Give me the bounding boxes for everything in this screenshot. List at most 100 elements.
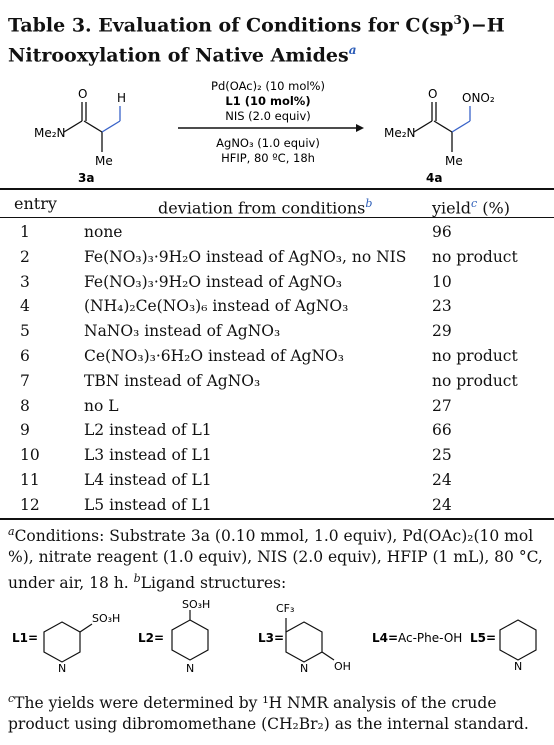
l5-label: L5= [470, 631, 496, 645]
header-yield-unit: (%) [482, 198, 510, 218]
title-footnote-mark: a [348, 43, 357, 58]
reactant-hydrogen: H [117, 91, 126, 105]
l3-n: N [300, 662, 308, 674]
l1-n: N [58, 662, 66, 674]
footnote-a-text: Conditions: Substrate 3a (0.10 mmol, 1.0… [8, 527, 543, 593]
table-row: 5 NaNO₃ instead of AgNO₃ 29 [0, 319, 554, 344]
deviation-cell: (NH₄)₂Ce(NO₃)₆ instead of AgNO₃ [84, 297, 349, 316]
header-deviation-text: deviation from conditions [158, 198, 366, 218]
header-deviation: deviation from conditionsb [158, 193, 373, 218]
table-row: 10 L3 instead of L1 25 [0, 443, 554, 468]
footnote-c-mark: c [8, 692, 15, 705]
yield-cell: 25 [432, 446, 452, 465]
table-top-rule [0, 188, 554, 190]
entry-cell: 9 [20, 421, 30, 440]
deviation-cell: Fe(NO₃)₃·9H₂O instead of AgNO₃ [84, 272, 343, 291]
l1-group: SO₃H [92, 612, 120, 625]
table-row: 3 Fe(NO₃)₃·9H₂O instead of AgNO₃ 10 [0, 270, 554, 295]
yield-cell: 24 [432, 470, 452, 489]
entry-cell: 5 [20, 322, 30, 341]
table-row: 6 Ce(NO₃)₃·6H₂O instead of AgNO₃ no produc… [0, 344, 554, 369]
l2-group: SO₃H [182, 598, 210, 611]
condition-1: Pd(OAc)₂ (10 mol%) [211, 79, 325, 93]
entry-cell: 3 [20, 272, 30, 291]
header-yield: yieldc (%) [432, 193, 510, 218]
product-structure [413, 102, 471, 152]
entry-cell: 6 [20, 346, 30, 365]
table-header-rule [0, 217, 554, 218]
header-yield-text: yield [432, 198, 471, 218]
entry-cell: 10 [20, 446, 40, 465]
deviation-cell: TBN instead of AgNO₃ [84, 371, 261, 390]
l2-n: N [186, 662, 194, 674]
table-row: 8 no L 27 [0, 394, 554, 419]
table-title: Table 3. Evaluation of Conditions for C(… [8, 8, 548, 69]
l5-n: N [514, 660, 522, 673]
reaction-scheme: O H Me₂N Me 3a Pd(OAc)₂ (10 mol%) L1 (10… [34, 79, 495, 185]
l5-ring [499, 619, 537, 661]
table-bottom-rule [0, 518, 554, 520]
condition-2: L1 (10 mol%) [225, 94, 310, 108]
entry-cell: 12 [20, 495, 40, 514]
product-oxygen: O [428, 87, 437, 101]
deviation-cell: NaNO₃ instead of AgNO₃ [84, 322, 281, 341]
header-yield-mark: c [470, 197, 478, 210]
title-line1-end: )−H [461, 14, 505, 37]
table-row: 9 L2 instead of L1 66 [0, 418, 554, 443]
deviation-cell: L4 instead of L1 [84, 470, 212, 489]
yield-cell: 23 [432, 297, 452, 316]
table-row: 4 (NH₄)₂Ce(NO₃)₆ instead of AgNO₃ 23 [0, 294, 554, 319]
yield-cell: no product [432, 346, 518, 365]
l1-label: L1= [12, 631, 38, 645]
product-label: 4a [426, 171, 442, 185]
condition-3: NIS (2.0 equiv) [225, 109, 311, 123]
yield-cell: 10 [432, 272, 452, 291]
product-amide: Me₂N [384, 126, 416, 140]
product-methyl: Me [445, 154, 463, 168]
l3-oh: OH [334, 660, 351, 673]
deviation-cell: no L [84, 396, 119, 415]
l3-group: CF₃ [276, 602, 294, 615]
yield-cell: 29 [432, 322, 452, 341]
product-ono2: ONO₂ [462, 91, 495, 105]
yield-cell: 66 [432, 421, 452, 440]
deviation-cell: L3 instead of L1 [84, 446, 212, 465]
entry-cell: 2 [20, 247, 30, 266]
arrow-head [356, 124, 364, 132]
l4-label: L4= [372, 631, 398, 645]
entry-cell: 4 [20, 297, 30, 316]
entry-cell: 1 [20, 223, 30, 241]
l1-ring [43, 621, 93, 663]
reactant-label: 3a [78, 171, 94, 185]
yield-cell: no product [432, 371, 518, 390]
table-row: 11 L4 instead of L1 24 [0, 468, 554, 493]
title-sup: 3 [453, 13, 462, 27]
reactant-oxygen: O [78, 87, 87, 101]
ligand-structures: L1= SO₃H N L2= SO₃H N L3= CF₃ N OH L4= A… [12, 598, 537, 674]
l2-ring [171, 610, 209, 661]
footnote-c-text: The yields were determined by ¹H NMR ana… [8, 694, 529, 734]
entry-cell: 11 [20, 470, 40, 489]
footnote-c: cThe yields were determined by ¹H NMR an… [8, 688, 548, 735]
footnote-b-text: Ligand structures: [140, 574, 287, 593]
header-entry: entry [14, 194, 57, 213]
footnote-a-mark: a [8, 525, 15, 538]
deviation-cell: none [84, 223, 123, 241]
entry-cell: 8 [20, 396, 30, 415]
deviation-cell: L2 instead of L1 [84, 421, 212, 440]
l3-ring [285, 618, 335, 663]
deviation-cell: Ce(NO₃)₃·6H₂O instead of AgNO₃ [84, 346, 344, 365]
header-deviation-mark: b [365, 197, 373, 210]
title-line2: Nitrooxylation of Native Amides [8, 44, 349, 67]
l3-label: L3= [258, 631, 284, 645]
yield-cell: 27 [432, 396, 452, 415]
reactant-amide: Me₂N [34, 126, 66, 140]
yield-cell: 24 [432, 495, 452, 514]
title-line1: Table 3. Evaluation of Conditions for C(… [8, 14, 454, 37]
footnote-b-mark: b [133, 572, 141, 586]
